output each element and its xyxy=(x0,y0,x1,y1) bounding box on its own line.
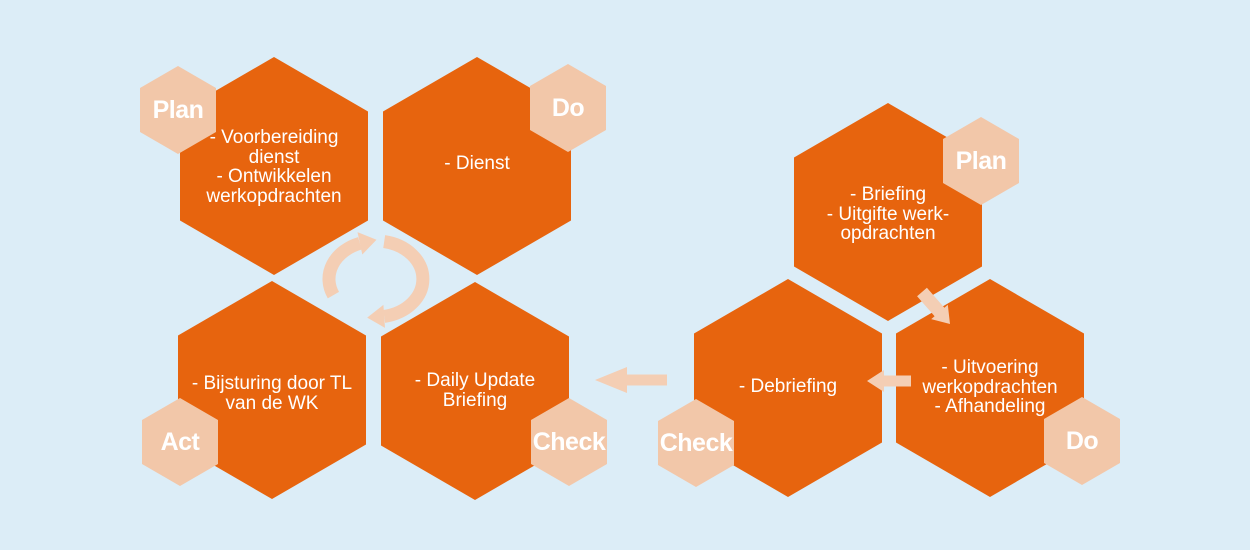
text-line: - Afhandeling xyxy=(934,396,1046,417)
hex-shift-do-text: - Uitvoering werkopdrachten - Afhandelin… xyxy=(896,358,1084,417)
text-line: dienst xyxy=(248,146,300,168)
hex-daily-do-text: - Dienst xyxy=(383,154,571,174)
hex-daily-check-text: - Daily Update Briefing xyxy=(381,371,569,410)
text-line: - Daily Update xyxy=(414,370,536,391)
text-line: - Dienst xyxy=(444,153,510,174)
hex-daily-act-text: - Bijsturing door TL van de WK xyxy=(178,374,366,413)
text-line: - Uitvoering xyxy=(941,357,1039,378)
hex-daily-plan-text: - Voorbereiding dienst - Ontwikkelen wer… xyxy=(180,128,368,206)
hex-shift-plan-text: - Briefing - Uitgifte werk- opdrachten xyxy=(794,185,982,244)
text-line: - Ontwikkelen xyxy=(216,166,332,187)
cycle-arrows-icon xyxy=(322,232,430,328)
text-line: van de WK xyxy=(225,392,319,414)
phase-badge-daily-do: Do xyxy=(530,64,606,152)
text-line: - Voorbereiding xyxy=(209,127,339,148)
phase-label: Act xyxy=(160,427,200,456)
phase-label: Plan xyxy=(152,95,204,124)
phase-label: Do xyxy=(551,93,585,122)
phase-badge-shift-plan: Plan xyxy=(943,117,1019,205)
phase-label: Do xyxy=(1065,426,1099,455)
phase-badge-daily-check: Check xyxy=(531,398,607,486)
hex-shift-check-text: - Debriefing xyxy=(694,377,882,397)
text-line: werkopdrachten xyxy=(206,185,342,207)
phase-label: Check xyxy=(659,428,733,457)
text-line: - Uitgifte werk- xyxy=(826,203,950,225)
phase-badge-shift-check: Check xyxy=(658,399,734,487)
text-line: - Bijsturing door TL xyxy=(191,373,353,394)
phase-label: Check xyxy=(532,427,606,456)
text-line: opdrachten xyxy=(840,223,936,244)
text-line: Briefing xyxy=(442,389,508,411)
arrow-left-small-icon xyxy=(867,370,911,392)
phase-label: Plan xyxy=(955,146,1007,175)
text-line: werkopdrachten xyxy=(922,376,1058,398)
text-line: - Briefing xyxy=(849,184,927,205)
arrow-down-right-icon xyxy=(917,287,950,324)
phase-badge-daily-plan: Plan xyxy=(140,66,216,154)
arrow-left-icon xyxy=(595,367,667,393)
text-line: - Debriefing xyxy=(738,376,838,397)
